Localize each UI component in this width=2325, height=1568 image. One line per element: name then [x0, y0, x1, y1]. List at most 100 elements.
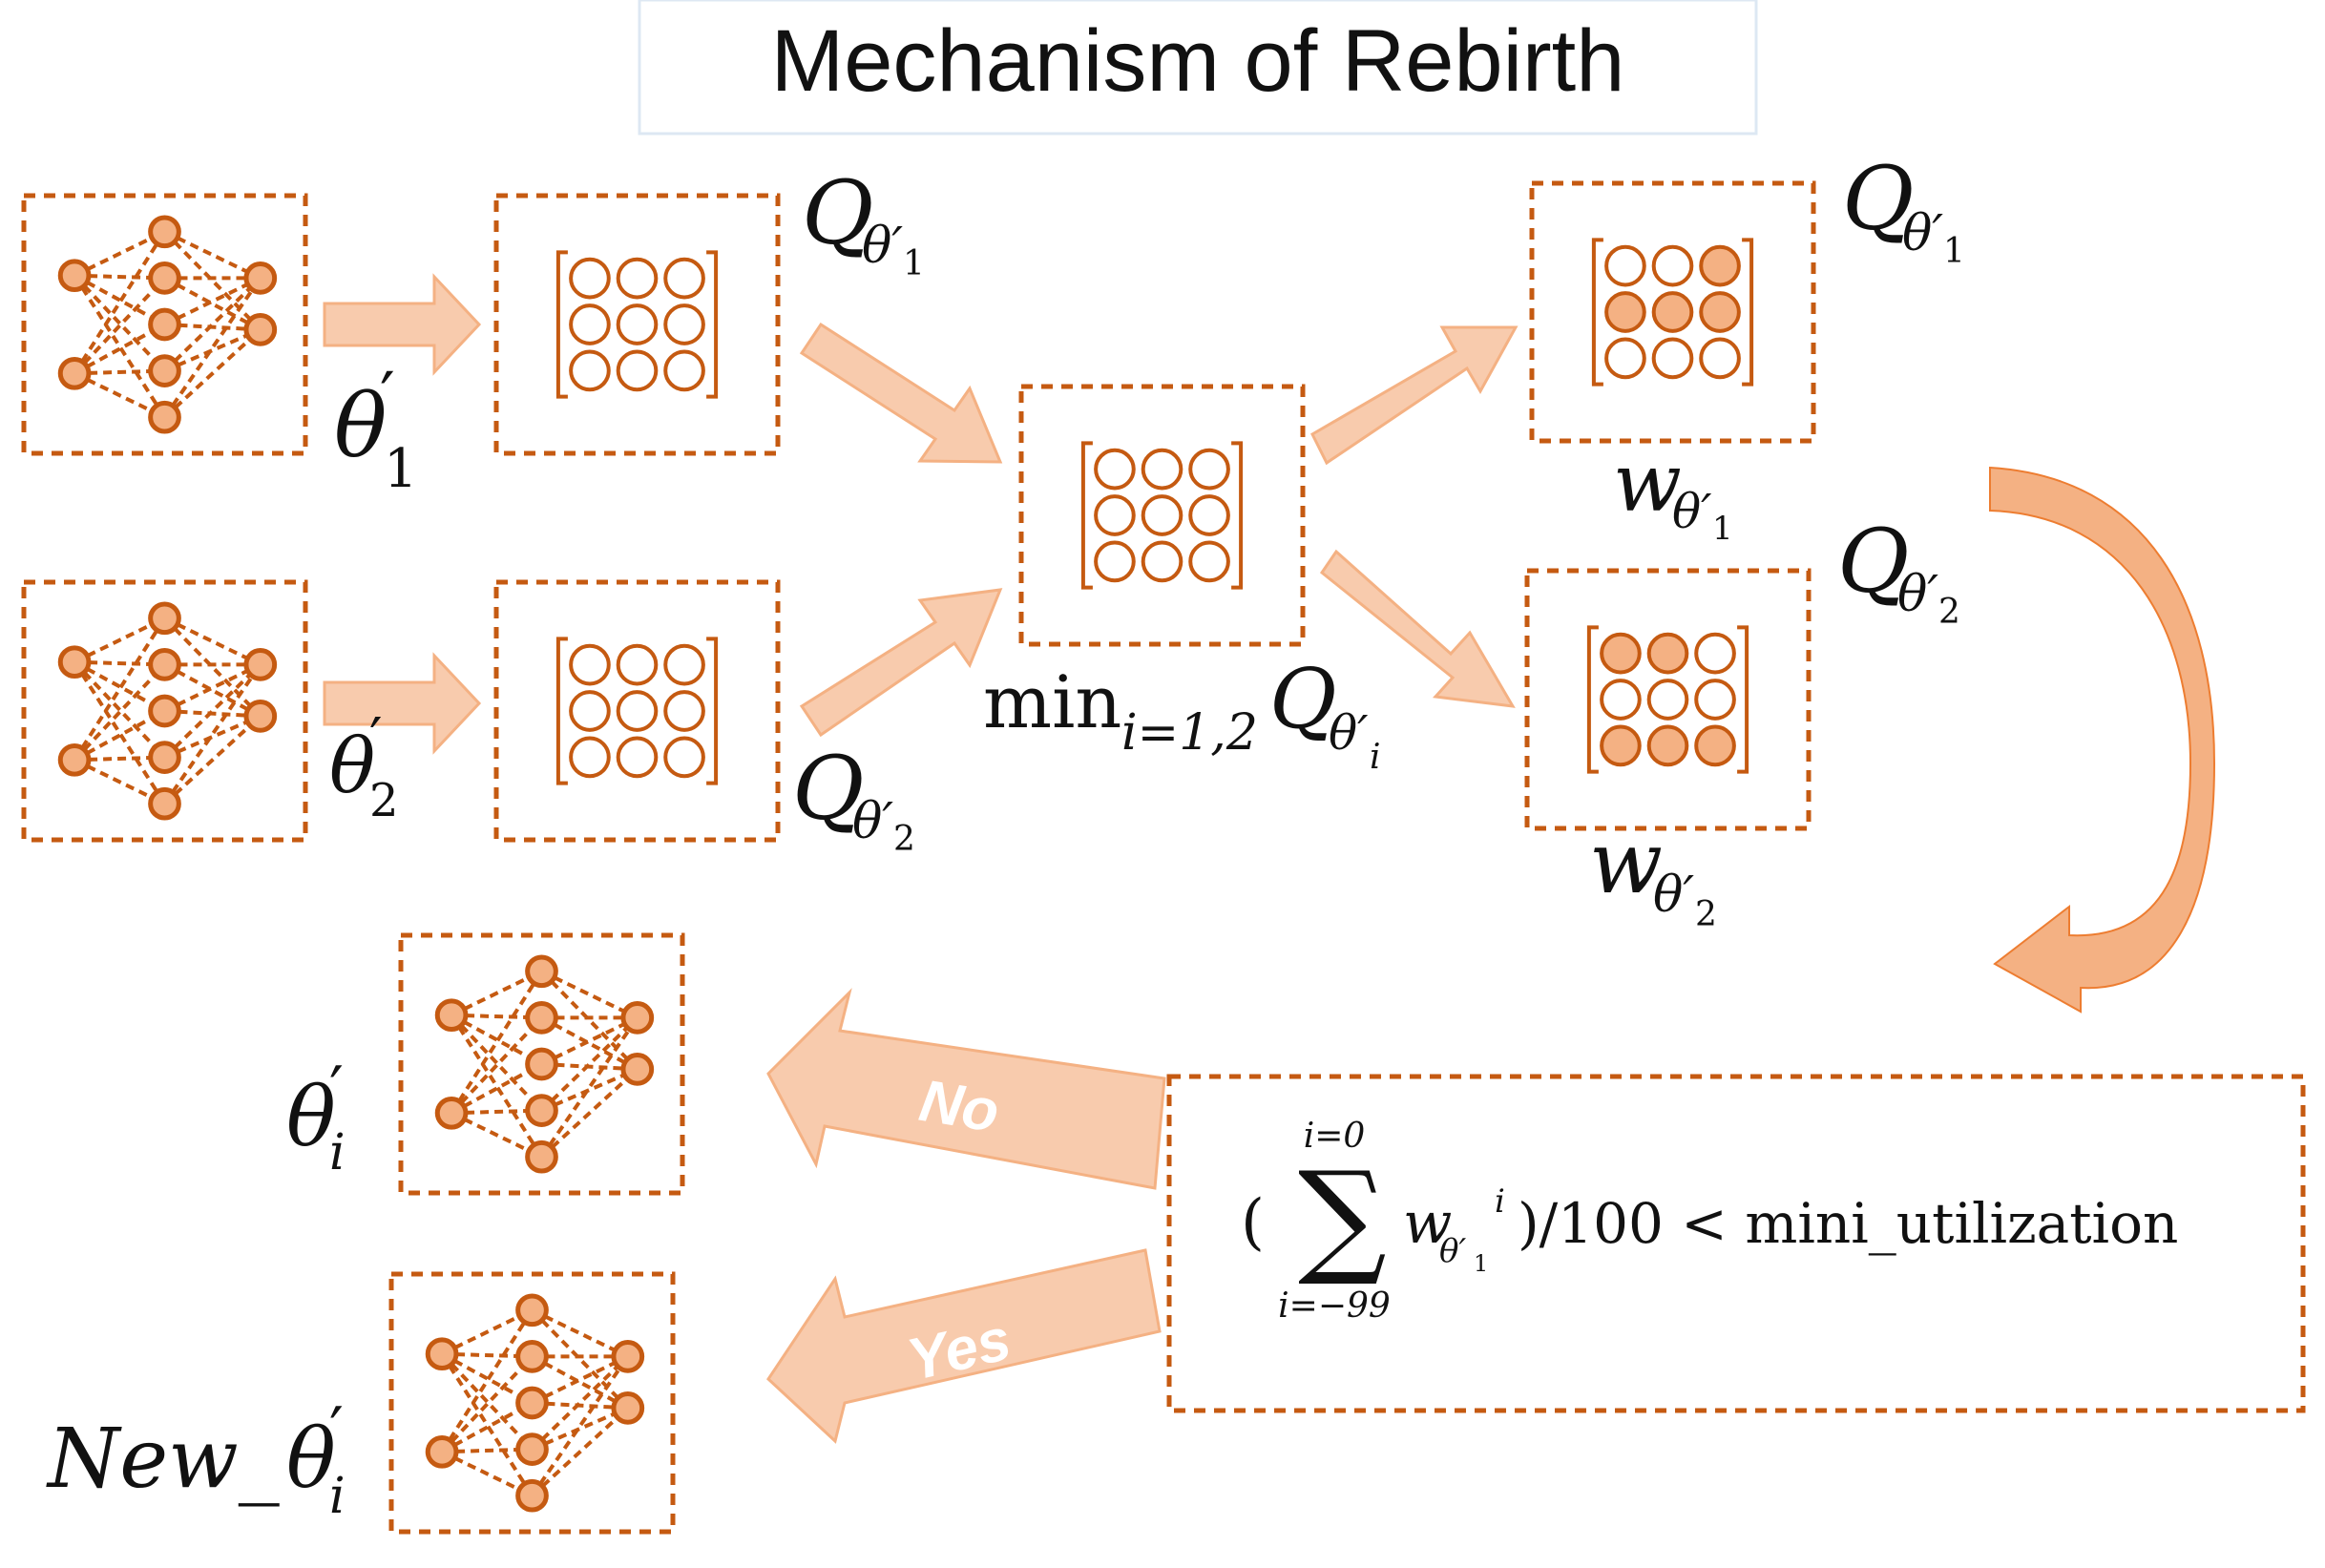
- matrix-cell: [616, 349, 659, 392]
- arrow-net1-to-q1: [323, 273, 482, 376]
- matrix-cell: [663, 303, 705, 345]
- no-arrow: No: [766, 988, 1166, 1190]
- network-node: [148, 694, 181, 728]
- matrix-cell: [1094, 494, 1136, 536]
- network-edge: [163, 662, 262, 713]
- network-node: [148, 400, 181, 434]
- network-edge: [450, 1111, 543, 1159]
- network-edge: [540, 1015, 639, 1072]
- network-node: [611, 1340, 645, 1373]
- network-node: [525, 1001, 558, 1035]
- matrix-cell: [1141, 494, 1183, 536]
- min-q-sub: θ′: [1329, 705, 1369, 761]
- min-q-base: Q: [1269, 652, 1337, 747]
- network-edge: [163, 230, 262, 281]
- matrix-cell: [1694, 724, 1736, 767]
- matrix-cell: [569, 736, 611, 779]
- cond-sum-symbol: ∑: [1298, 1144, 1387, 1289]
- network-edge: [531, 1406, 630, 1497]
- matrix-cell: [1646, 679, 1689, 721]
- matrix-q1: [493, 193, 781, 456]
- label-theta-i: θ ′ i: [286, 1054, 346, 1181]
- network-node: [525, 1047, 558, 1081]
- no-label: No: [915, 1068, 1003, 1145]
- matrix-bracket-left: [555, 637, 568, 785]
- matrix-cell: [1646, 724, 1689, 767]
- matrix-cell: [663, 349, 705, 392]
- network-edge: [73, 230, 166, 278]
- network-node: [148, 215, 181, 249]
- arrow-net2-to-q2: [323, 652, 482, 755]
- matrix-cell: [616, 690, 659, 732]
- network-node: [525, 1139, 558, 1174]
- matrix-bracket-right: [706, 250, 719, 399]
- yes-arrow: Yes: [766, 1248, 1162, 1444]
- q2-right-sub: θ′: [1897, 566, 1938, 623]
- matrix-cell: [1600, 679, 1642, 721]
- network-edge: [450, 1062, 543, 1116]
- matrix-cell: [1600, 632, 1642, 675]
- network-edge: [73, 709, 166, 763]
- network-node: [434, 1096, 469, 1130]
- network-node: [57, 645, 92, 679]
- matrix-min-q: [1018, 384, 1306, 647]
- network-edge: [73, 660, 166, 759]
- network-node: [148, 261, 181, 295]
- cond-term-base: w: [1403, 1190, 1452, 1257]
- network-node: [243, 648, 278, 681]
- network-node: [515, 1340, 549, 1373]
- q2-left-sub: θ′: [852, 793, 893, 850]
- network-edge: [539, 1016, 639, 1159]
- matrix-cell: [569, 690, 611, 732]
- matrix-cell: [569, 643, 611, 686]
- network-edge: [540, 1067, 639, 1113]
- matrix-cell: [569, 257, 611, 300]
- cond-rest: )/100 < mini_utilization: [1518, 1191, 2178, 1256]
- q1-left-base: Q: [802, 162, 873, 264]
- matrix-cell: [1600, 724, 1642, 767]
- network-edge: [540, 1015, 639, 1113]
- network-edge: [450, 1014, 543, 1112]
- network-edge: [163, 230, 262, 331]
- matrix-bracket-left: [555, 250, 568, 399]
- matrix-cell: [1646, 632, 1689, 675]
- matrix-cell: [1141, 448, 1183, 491]
- matrix-bracket-right: [1742, 238, 1754, 387]
- min-q-op-sub: i=1,2: [1121, 704, 1258, 762]
- network-edge: [163, 662, 262, 760]
- matrix-bracket-right: [1737, 625, 1749, 774]
- matrix-cell: [1694, 632, 1736, 675]
- matrix-cell: [1699, 291, 1741, 333]
- network-edge: [73, 617, 166, 664]
- dashed-border: [493, 193, 781, 456]
- network-node: [525, 1094, 558, 1127]
- theta1-sub: 1: [384, 438, 418, 500]
- network-theta1: [21, 193, 308, 456]
- network-edge: [540, 1067, 639, 1159]
- matrix-bracket-left: [1080, 441, 1093, 590]
- label-theta1: θ ′ 1: [334, 358, 418, 500]
- arrow-min-to-w2: [1319, 549, 1516, 708]
- title-text: Mechanism of Rebirth: [771, 12, 1625, 110]
- w2-base: w: [1589, 813, 1663, 913]
- network-edge: [163, 617, 262, 667]
- new-theta-i-base: θ: [286, 1411, 336, 1507]
- matrix-cell: [616, 736, 659, 779]
- network-node: [148, 307, 181, 342]
- matrix-cell: [569, 349, 611, 392]
- matrix-bracket-left: [1591, 238, 1603, 387]
- network-edge: [162, 277, 262, 419]
- network-edge: [540, 970, 639, 1071]
- network-new-theta-i: [388, 1271, 676, 1535]
- network-edge: [441, 1450, 534, 1497]
- network-node: [434, 998, 469, 1033]
- network-edge: [531, 1354, 630, 1452]
- cond-upper-limit: i=0: [1304, 1117, 1366, 1156]
- network-theta-i: [398, 932, 685, 1196]
- dashed-border: [388, 1271, 676, 1535]
- theta1-base: θ: [334, 375, 387, 477]
- label-w2: w θ′ 2: [1589, 813, 1717, 934]
- matrix-bracket-left: [1586, 625, 1599, 774]
- network-theta2: [21, 579, 308, 843]
- network-node: [148, 741, 181, 774]
